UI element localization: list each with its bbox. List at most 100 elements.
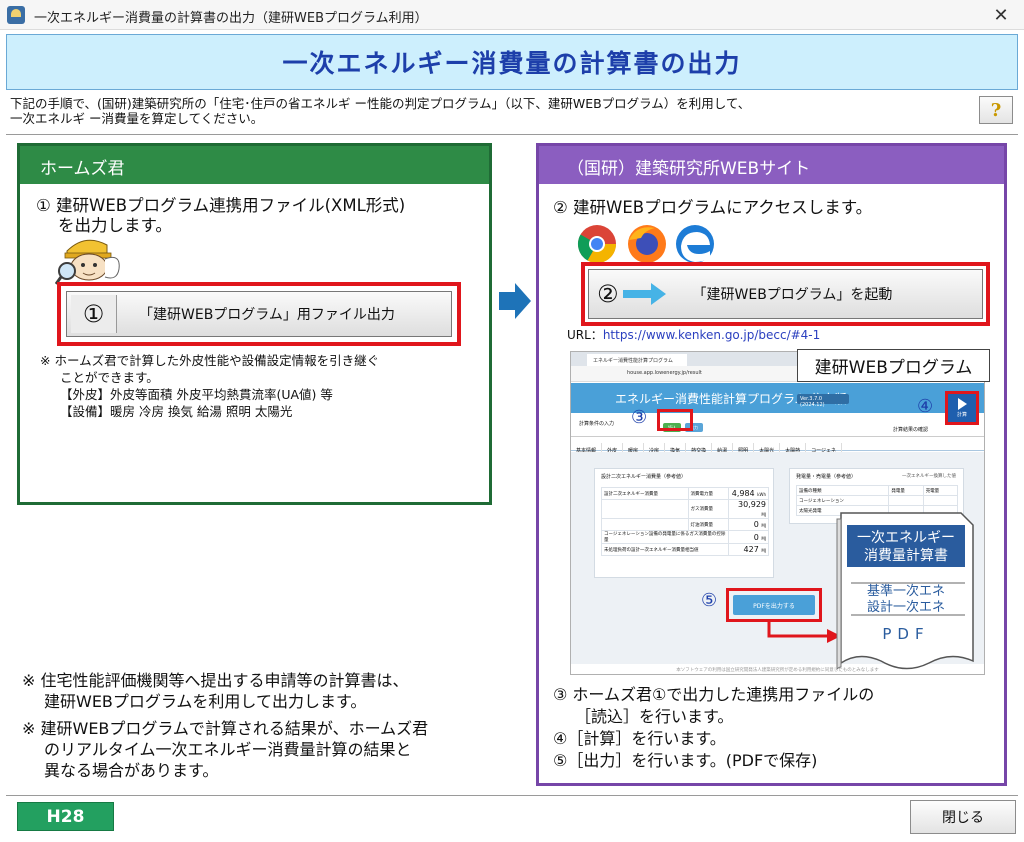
step1-text: ① 建研WEBプログラム連携用ファイル(XML形式) を出力します。: [36, 196, 476, 236]
card-note: 一次エネルギー換算した値: [902, 474, 956, 479]
table-cell: ガス消費量: [687, 499, 730, 519]
pdf-output-button: PDFを出力する: [733, 595, 815, 615]
panel-title: （国研）建築研究所WEBサイト: [539, 146, 1004, 184]
load-chip: 読込: [663, 423, 681, 432]
browser-tab: エネルギー消費性能計算プログラム: [587, 354, 687, 366]
table-cell: 427 MJ: [728, 543, 769, 556]
table-cell: コージェネレーション設備の発電量に係るガス消費量の控除量: [600, 530, 730, 544]
webprogram-app-bar: エネルギー消費性能計算プログラム 住宅版 Ver.3.7.0 (2024.12): [571, 383, 984, 413]
address-text: house.app.lowenergy.jp/result: [627, 370, 702, 376]
webprogram-subbar: 計算条件の入力 読込 出力 計算結果の確認: [571, 413, 984, 437]
table-cell: 30,929 MJ: [728, 499, 769, 519]
table-cell: 未処理負荷の設計一次エネルギー消費量相当値: [600, 543, 730, 556]
play-icon: [957, 398, 967, 410]
pdf-body-line-2: 設計一次エネ: [866, 600, 945, 615]
table-cell: 設計二次エネルギー消費量: [601, 487, 689, 500]
pdf-title-line-2: 消費量計算書: [864, 548, 948, 564]
pdf-body: 基準一次エネ 設計一次エネ: [847, 584, 965, 616]
panel-title: ホームズ君: [20, 146, 489, 184]
close-button[interactable]: 閉じる: [910, 800, 1016, 834]
menu-item: 熱交換: [686, 443, 713, 457]
load-highlight: [657, 409, 693, 431]
output-chip: 出力: [685, 423, 703, 432]
step1-badge: ①: [71, 295, 117, 333]
step1-line-1: ① 建研WEBプログラム連携用ファイル(XML形式): [36, 196, 406, 215]
table-cell: 灯油消費量: [687, 518, 730, 531]
pdf-footer-label: PDF: [882, 625, 930, 643]
menu-item: 冷房: [644, 443, 666, 457]
confirm-caption: 計算結果の確認: [893, 427, 929, 433]
conditions-caption: 計算条件の入力: [579, 421, 615, 427]
table-cell: 4,984 kWh: [728, 487, 769, 500]
step1-line-2: を出力します。: [58, 216, 172, 235]
note-line-3: 【外皮】外皮等面積 外皮平均熱貫流率(UA値) 等: [60, 387, 333, 402]
step3-line-2: ［読込］を行います。: [575, 707, 734, 726]
note-line-2: ことができます。: [60, 370, 159, 385]
table-cell: [601, 499, 689, 519]
standard-badge: H28: [17, 802, 114, 831]
red-arrow-icon: [767, 620, 841, 643]
step5-line: ⑤［出力］を行います。(PDFで保存): [553, 751, 818, 770]
url-line: URL：https://www.kenken.go.jp/becc/#4-1: [567, 326, 820, 343]
webprogram-label: 建研WEBプログラム: [797, 349, 990, 382]
launch-button-label: 「建研WEBプログラム」を起動: [692, 287, 893, 303]
window-titlebar: 一次エネルギー消費量の計算書の出力（建研WEBプログラム利用） ✕: [0, 0, 1024, 30]
menu-item: 照明: [733, 443, 755, 457]
menu-item: 暖房: [623, 443, 645, 457]
kenken-url-link[interactable]: https://www.kenken.go.jp/becc/#4-1: [602, 328, 821, 342]
page-title-banner: 一次エネルギー消費量の計算書の出力: [6, 34, 1018, 90]
divider: [6, 134, 1018, 135]
chrome-icon: [577, 225, 617, 264]
step3-marker: ③: [631, 407, 648, 428]
calculate-button: 計算: [945, 391, 979, 425]
table-cell: コージェネレーション: [795, 495, 890, 506]
note-line-4: 【設備】暖房 冷房 換気 給湯 照明 太陽光: [60, 404, 293, 419]
export-button-highlight: ① 「建研WEBプログラム」用ファイル出力: [57, 282, 461, 346]
browser-icons: [577, 225, 714, 264]
menu-item: 給湯: [712, 443, 734, 457]
screenshot-footer-note: 本ソフトウェアの利用は国立研究開発法人建築研究所が定める利用規約に同意したものと…: [571, 664, 984, 674]
firefox-icon: [628, 225, 666, 263]
steps-3-5: ③ ホームズ君①で出力した連携用ファイルの ［読込］を行います。 ④［計算］を行…: [553, 684, 993, 772]
pdf-title-line-1: 一次エネルギー: [857, 530, 955, 546]
menu-item: 基本情報: [571, 443, 603, 457]
carryover-note: ※ ホームズ君で計算した外皮性能や設備設定情報を引き継ぐ ことができます。 【外…: [40, 352, 480, 420]
kenken-website-panel: （国研）建築研究所WEBサイト ② 建研WEBプログラムにアクセスします。 ② …: [536, 143, 1007, 786]
table-header: 売電量: [922, 485, 959, 496]
intro-text: 下記の手順で、(国研)建築研究所の「住宅･住戸の省エネルギ ー性能の判定プログラ…: [10, 96, 970, 126]
step4-marker: ④: [917, 396, 934, 417]
export-file-button[interactable]: ① 「建研WEBプログラム」用ファイル出力: [66, 291, 452, 337]
window-close-icon[interactable]: ✕: [993, 4, 1009, 26]
note-1: ※ 住宅性能評価機関等へ提出する申請等の計算書は、建研WEBプログラムを利用して…: [22, 671, 409, 711]
export-button-label: 「建研WEBプログラム」用ファイル出力: [139, 307, 395, 323]
step4-line: ④［計算］を行います。: [553, 729, 726, 748]
table-cell: 0 MJ: [728, 530, 769, 544]
table-header: 発電量: [888, 485, 924, 496]
card-title: 設計二次エネルギー消費量（参考値）: [601, 474, 687, 480]
menu-item: 外皮: [602, 443, 624, 457]
menu-item: 太陽光: [754, 443, 781, 457]
arrow-right-icon: [622, 283, 666, 305]
divider: [6, 795, 1018, 796]
launch-button-highlight: ② 「建研WEBプログラム」を起動: [581, 262, 990, 326]
flow-arrow-icon: [499, 283, 531, 319]
menu-item: 換気: [665, 443, 687, 457]
app-icon: [7, 6, 25, 24]
menu-item: コージェネ: [806, 443, 843, 457]
step2-text: ② 建研WEBプログラムにアクセスします。: [553, 198, 873, 217]
help-button[interactable]: ?: [979, 96, 1013, 124]
pdf-highlight: [726, 588, 822, 622]
generation-table: 設備の種類発電量売電量 コージェネレーション 太陽光発電: [795, 485, 959, 516]
table-cell: 消費電力量: [687, 487, 730, 500]
question-icon: ?: [990, 99, 1002, 121]
launch-webprogram-button[interactable]: ② 「建研WEBプログラム」を起動: [588, 269, 983, 319]
table-cell: [601, 518, 689, 531]
step3-line-1: ③ ホームズ君①で出力した連携用ファイルの: [553, 685, 875, 704]
table-row: 設備の種類発電量売電量: [795, 485, 959, 496]
